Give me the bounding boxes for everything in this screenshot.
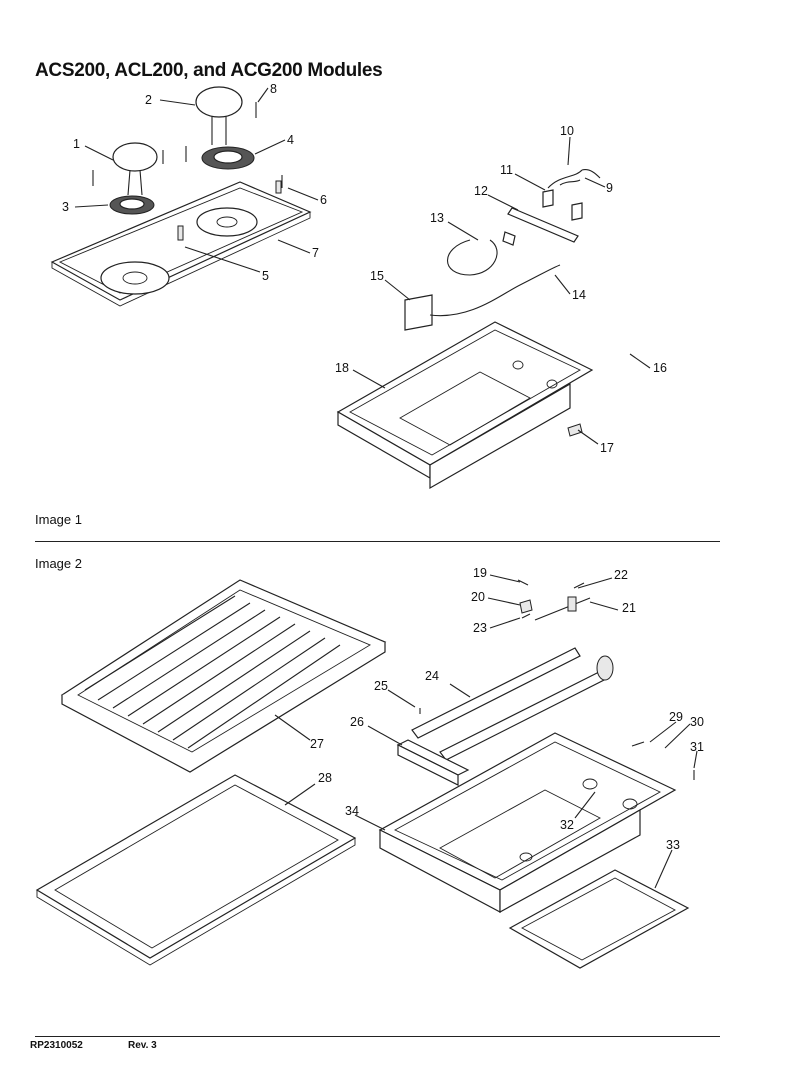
burner-tubes (411, 647, 614, 761)
igniter-assembly (519, 596, 591, 621)
callout-21: 21 (622, 601, 636, 615)
callout-10: 10 (560, 124, 574, 138)
callout-11: 11 (500, 163, 513, 177)
callout-25: 25 (374, 679, 388, 693)
tube-bracket (396, 739, 470, 786)
doc-number: RP2310052 (30, 1040, 83, 1051)
footer-divider (35, 1036, 720, 1037)
callout-4: 4 (287, 133, 294, 147)
callout-19: 19 (473, 566, 487, 580)
callout-17: 17 (600, 441, 614, 455)
revision: Rev. 3 (128, 1040, 157, 1051)
page-title: ACS200, ACL200, and ACG200 Modules (35, 60, 383, 81)
callout-9: 9 (606, 181, 613, 195)
callout-29: 29 (669, 710, 683, 724)
wire-harness (547, 169, 601, 189)
screws-image2 (419, 579, 695, 780)
grill-burner-box (378, 732, 677, 914)
callout-7: 7 (312, 246, 319, 260)
callout-34: 34 (345, 804, 359, 818)
griddle-plate (35, 774, 357, 966)
leader-lines (74, 87, 698, 889)
callout-30: 30 (690, 715, 704, 729)
callout-12: 12 (474, 184, 488, 198)
image-2-label: Image 2 (35, 556, 82, 571)
callout-6: 6 (320, 193, 327, 207)
burner-base-small (109, 195, 155, 215)
callout-3: 3 (62, 200, 69, 214)
callout-31: 31 (690, 740, 704, 754)
gas-valve-bracket (404, 294, 433, 331)
callout-24: 24 (425, 669, 439, 683)
screws-top (92, 102, 283, 240)
pan-clip (567, 423, 583, 437)
mounting-brackets (542, 189, 583, 221)
callout-26: 26 (350, 715, 364, 729)
drip-pan (508, 869, 690, 969)
callout-numbers: 1 2 3 4 5 6 7 8 9 10 11 12 13 14 15 16 1… (62, 82, 704, 852)
callout-20: 20 (471, 590, 485, 604)
callout-22: 22 (614, 568, 628, 582)
callout-28: 28 (318, 771, 332, 785)
section-divider (35, 541, 720, 542)
burner-box-pan (336, 321, 594, 490)
callout-18: 18 (335, 361, 349, 375)
callout-32: 32 (560, 818, 574, 832)
callout-14: 14 (572, 288, 586, 302)
callout-23: 23 (473, 621, 487, 635)
burner-base-large (201, 146, 255, 170)
callout-16: 16 (653, 361, 667, 375)
gas-supply-tube (429, 264, 561, 317)
callout-8: 8 (270, 82, 277, 96)
callout-5: 5 (262, 269, 269, 283)
callout-33: 33 (666, 838, 680, 852)
callout-27: 27 (310, 737, 324, 751)
callout-15: 15 (370, 269, 384, 283)
callout-2: 2 (145, 93, 152, 107)
image-1-label: Image 1 (35, 512, 82, 527)
grill-grate (60, 579, 387, 773)
manifold-bar (507, 207, 579, 243)
igniter-electrodes (177, 180, 282, 241)
grill-cap-small (112, 142, 158, 196)
cooktop-top-plate (50, 181, 312, 307)
callout-13: 13 (430, 211, 444, 225)
callout-1: 1 (73, 137, 80, 151)
grill-cap-large (195, 86, 243, 145)
gas-tube-loop (446, 231, 516, 276)
